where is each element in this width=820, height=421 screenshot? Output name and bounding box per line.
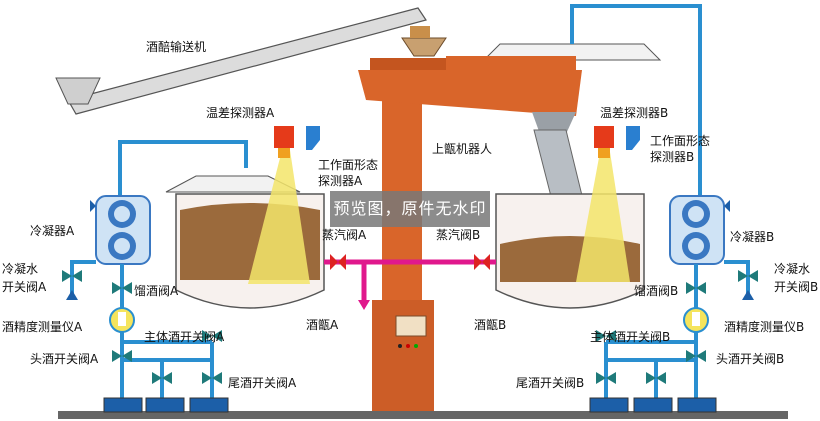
label-surface-probe-a-2: 探测器A [318, 174, 363, 188]
probe-b [594, 126, 640, 158]
valves-a [62, 270, 222, 384]
label-cold-valve-b-1: 冷凝水 [774, 262, 811, 276]
meter-a [109, 307, 135, 333]
cold-water-arrow-a [66, 290, 78, 300]
condenser-outlet-arrow-a [90, 200, 96, 212]
label-head-valve-b: 头酒开关阀B [716, 352, 785, 366]
condenser-outlet-arrow-b [724, 200, 730, 212]
label-distill-valve-a: 馏酒阀A [134, 284, 179, 298]
vapor-pipe-a [118, 140, 248, 200]
label-tail-valve-b: 尾酒开关阀B [516, 376, 585, 390]
condenser-b [669, 195, 725, 265]
label-surface-probe-b-2: 探测器B [650, 150, 695, 164]
label-tail-valve-a: 尾酒开关阀A [228, 376, 297, 390]
label-meter-b: 酒精度测量仪B [724, 320, 805, 334]
label-temp-probe-a: 温差探测器A [206, 106, 275, 120]
control-panel [395, 315, 427, 337]
label-condenser-a: 冷凝器A [30, 224, 75, 238]
label-steam-valve-a: 蒸汽阀A [322, 228, 367, 242]
valves-b [596, 270, 758, 384]
label-main-valve-b: 主体酒开关阀B [590, 330, 671, 344]
label-robot: 上甑机器人 [432, 142, 493, 156]
left-hood [165, 175, 301, 193]
top-hopper [401, 26, 447, 57]
steam-line [324, 254, 496, 310]
label-condenser-b: 冷凝器B [730, 230, 775, 244]
watermark: 预览图，原件无水印 [330, 191, 490, 227]
tanks-b [589, 397, 717, 413]
label-head-valve-a: 头酒开关阀A [30, 352, 99, 366]
label-surface-probe-a-1: 工作面形态 [318, 158, 379, 172]
label-cold-valve-a-2: 开关阀A [2, 280, 47, 294]
label-pot-b: 酒甑B [474, 318, 507, 332]
label-cold-valve-a-1: 冷凝水 [2, 262, 39, 276]
condenser-a [95, 195, 151, 265]
label-temp-probe-b: 温差探测器B [600, 106, 669, 120]
conveyor [55, 7, 427, 115]
robot [358, 56, 582, 411]
probe-a [274, 126, 320, 158]
label-pot-a: 酒甑A [306, 318, 339, 332]
label-distill-valve-b: 馏酒阀B [634, 284, 679, 298]
label-surface-probe-b-1: 工作面形态 [650, 134, 711, 148]
label-cold-valve-b-2: 开关阀B [774, 280, 819, 294]
label-steam-valve-b: 蒸汽阀B [436, 228, 481, 242]
vapor-pipe-b [570, 4, 702, 200]
cold-water-arrow-b [742, 290, 754, 300]
label-meter-a: 酒精度测量仪A [2, 320, 83, 334]
label-conveyor: 酒醅输送机 [146, 40, 207, 54]
label-main-valve-a: 主体酒开关阀A [144, 330, 225, 344]
pot-b [495, 152, 645, 309]
tanks-a [103, 397, 229, 413]
pot-a [175, 150, 325, 309]
ground-bar [58, 411, 788, 419]
meter-b [683, 307, 709, 333]
